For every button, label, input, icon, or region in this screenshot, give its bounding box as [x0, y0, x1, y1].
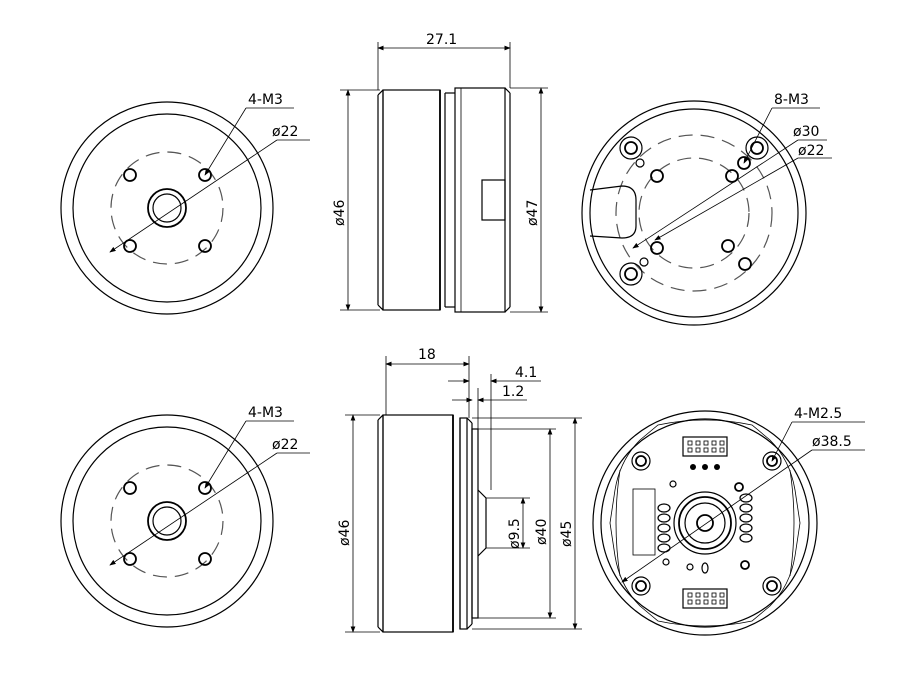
circle-label: ø22	[272, 437, 298, 453]
hole-label: 4-M2.5	[794, 406, 842, 422]
hole-label: 4-M3	[248, 92, 283, 108]
inner-circle-label: ø22	[798, 143, 824, 159]
circle-label: ø38.5	[812, 434, 852, 450]
step1-label: 4.1	[515, 365, 537, 381]
dia-45-label: ø45	[559, 521, 575, 547]
circle-label: ø22	[272, 124, 298, 140]
outer-circle-label: ø30	[793, 124, 819, 140]
width-label: 18	[418, 347, 436, 363]
right-diameter-label: ø47	[525, 200, 541, 226]
dia-46-label: ø46	[337, 520, 353, 546]
top-front-view: 4-M3 ø22	[60, 92, 310, 315]
step2-label: 1.2	[502, 384, 524, 400]
hole-label: 8-M3	[774, 92, 809, 108]
bottom-front-view: 4-M3 ø22	[60, 405, 310, 628]
top-side-view: 27.1 ø46 ø47	[332, 32, 548, 313]
width-label: 27.1	[426, 32, 457, 48]
bottom-side-view: 18 4.1 1.2 ø46 ø9.5 ø40 ø45	[337, 347, 582, 633]
dia-40-label: ø40	[534, 519, 550, 545]
dia-95-label: ø9.5	[507, 518, 523, 549]
bottom-back-view: 4-M2.5 ø38.5	[592, 406, 865, 636]
top-back-view: 8-M3 ø30 ø22	[581, 92, 832, 326]
left-diameter-label: ø46	[332, 200, 348, 226]
hole-label: 4-M3	[248, 405, 283, 421]
